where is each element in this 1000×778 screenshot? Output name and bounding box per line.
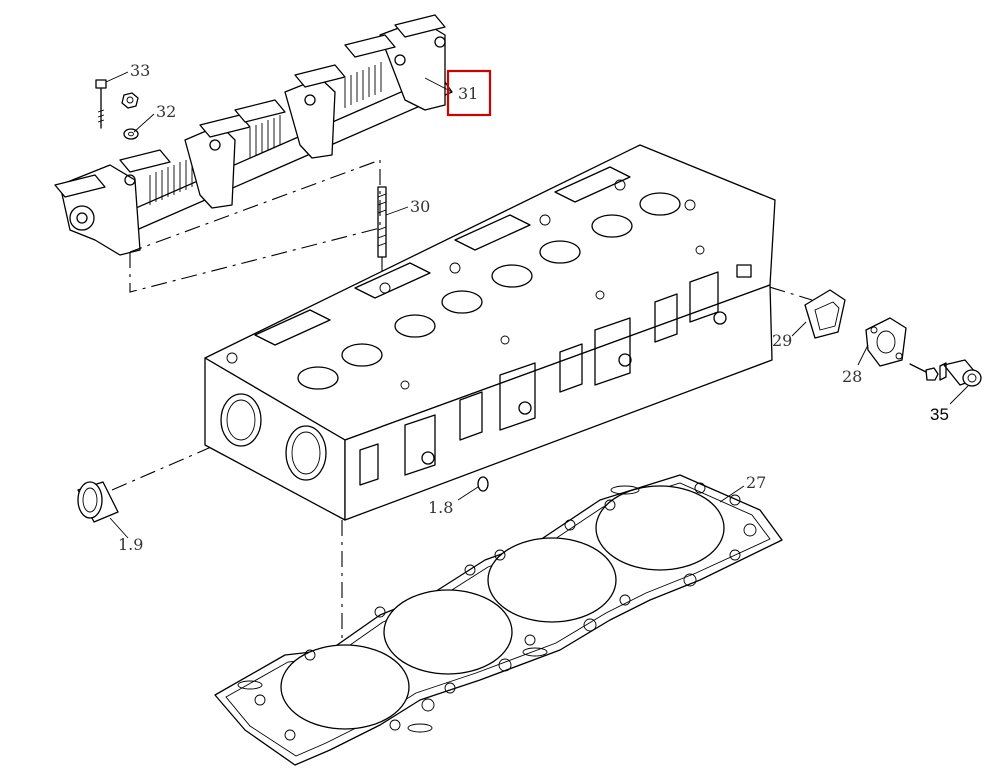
leader-lines <box>105 71 969 539</box>
sensor-35 <box>939 359 982 387</box>
gasket-29 <box>804 289 846 339</box>
screw <box>909 363 939 381</box>
label-33: 33 <box>130 61 150 80</box>
head-gasket-27 <box>214 474 783 766</box>
plate-28 <box>865 317 907 367</box>
label-28: 28 <box>842 367 862 386</box>
sleeve-1-9 <box>77 481 119 523</box>
label-27: 27 <box>746 473 766 492</box>
label-1-9: 1.9 <box>118 535 143 554</box>
label-35: 35 <box>930 405 949 424</box>
label-29: 29 <box>772 331 792 350</box>
shaft-springs <box>149 62 382 205</box>
part-labels: 33 32 31 30 29 28 35 27 1.8 1.9 <box>118 61 949 554</box>
highlight-box-31 <box>446 69 492 117</box>
o-ring-1-8 <box>477 476 489 492</box>
gasket-holes <box>237 482 757 741</box>
stud-30 <box>377 186 387 258</box>
label-30: 30 <box>410 197 430 216</box>
label-31: 31 <box>458 84 478 103</box>
label-1-8: 1.8 <box>428 498 453 517</box>
label-32: 32 <box>156 102 176 121</box>
nut-washer-32 <box>121 92 139 140</box>
cylinder-head <box>204 144 776 521</box>
rocker-arm-assembly <box>54 14 453 256</box>
bolt-33 <box>95 79 107 129</box>
